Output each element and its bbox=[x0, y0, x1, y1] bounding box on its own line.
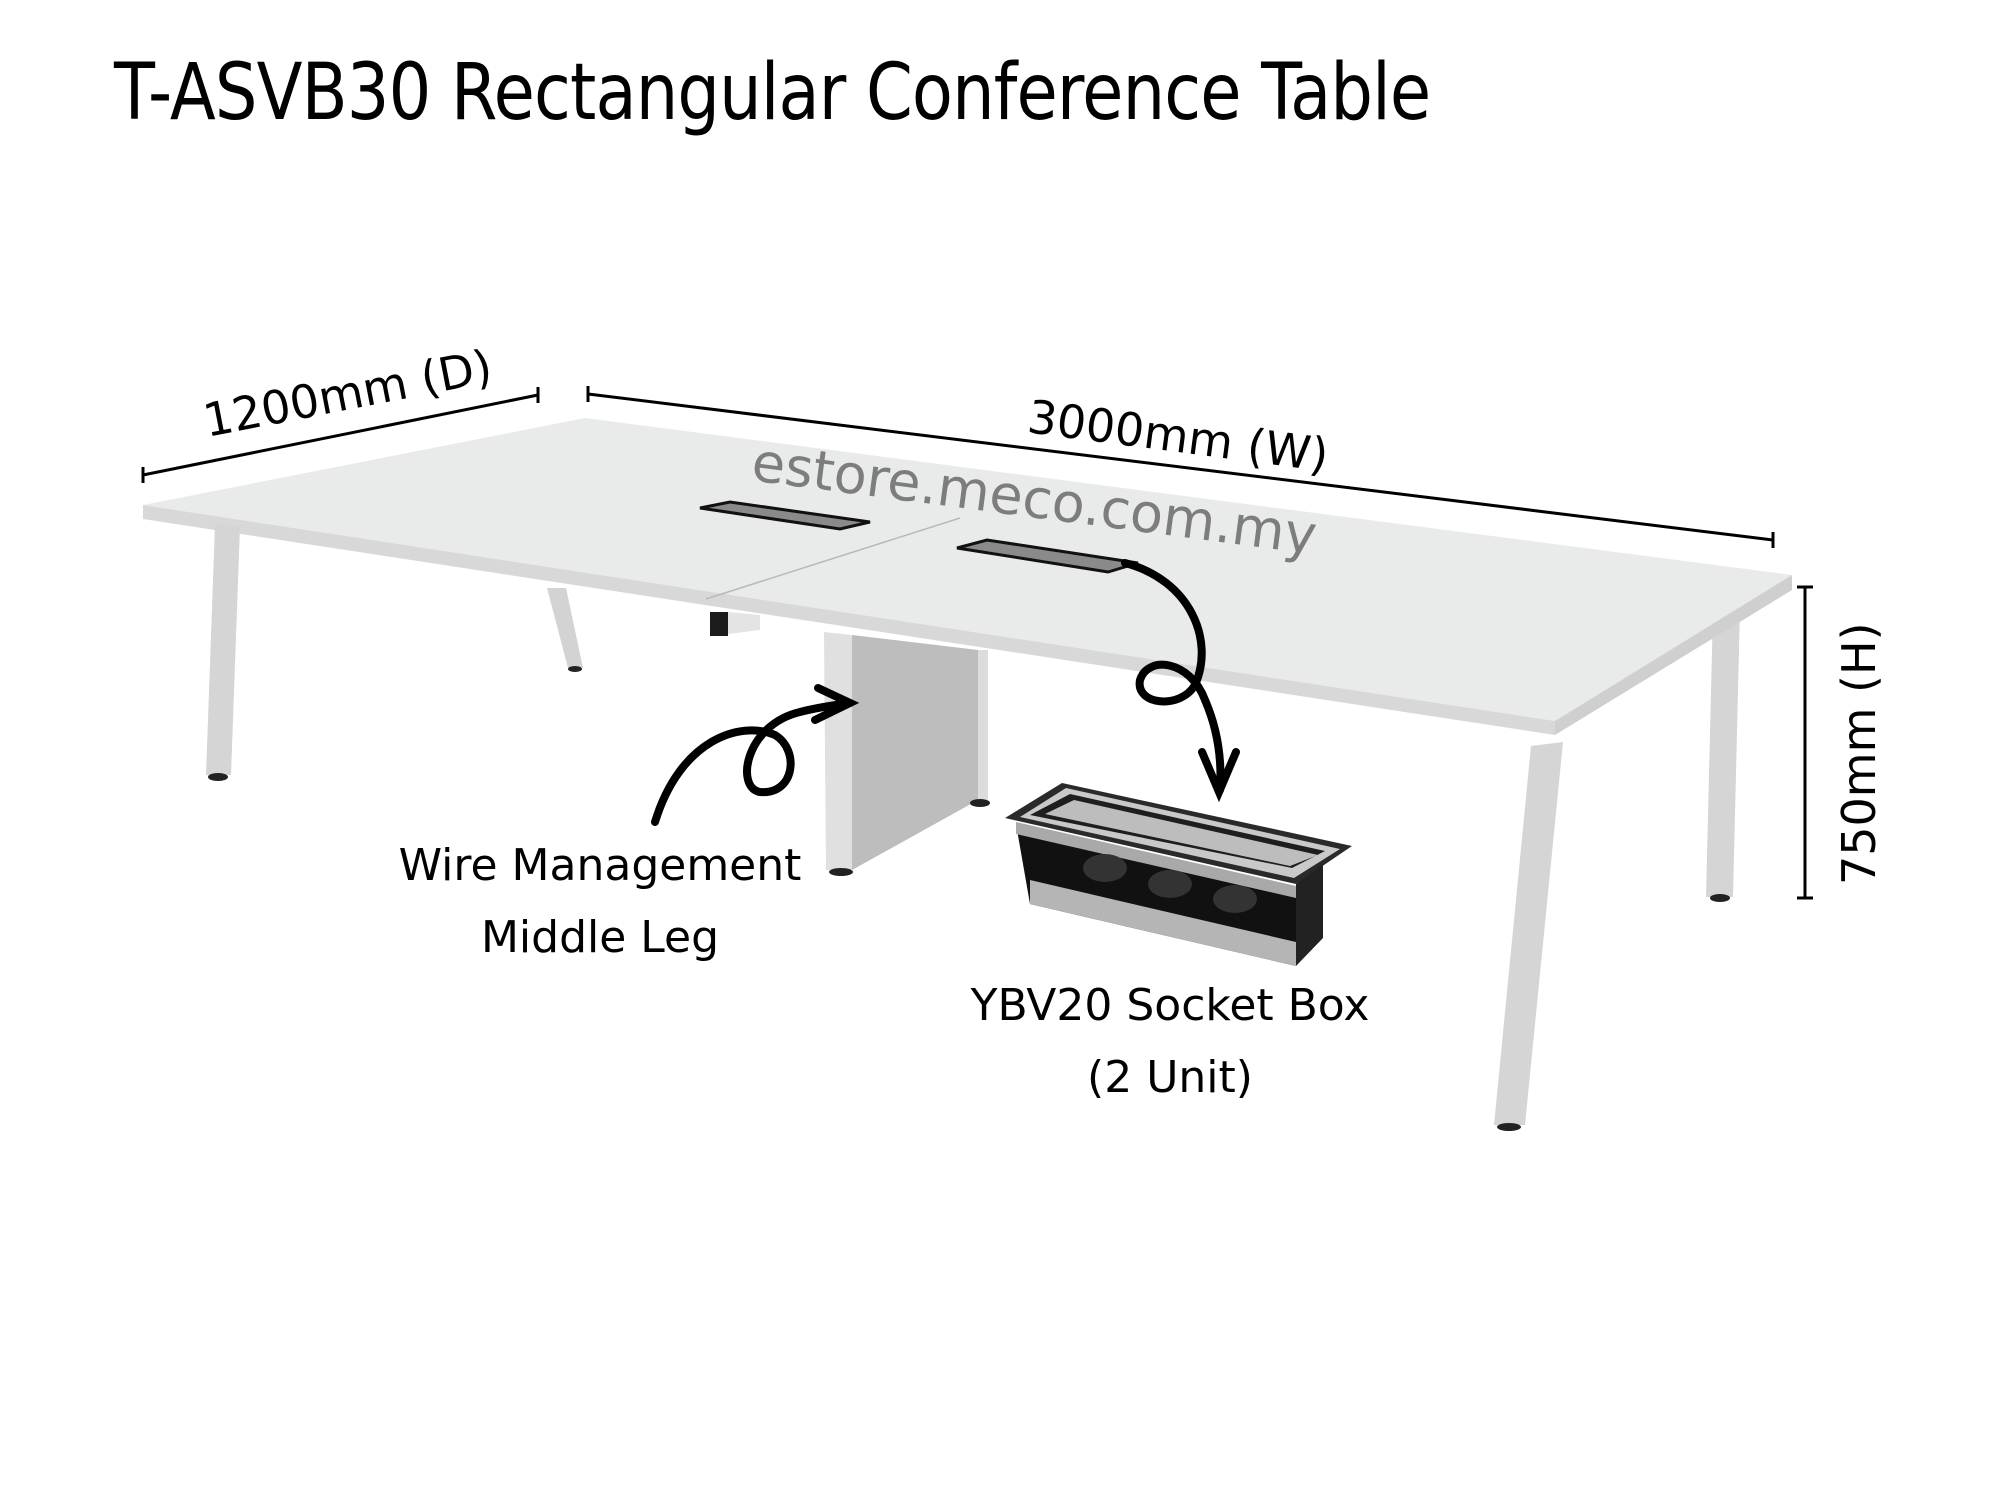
front-right-leg bbox=[1494, 742, 1563, 1131]
middle-leg-arrow bbox=[651, 684, 860, 826]
socket-box-callout: YBV20 Socket Box (2 Unit) bbox=[920, 970, 1420, 1114]
tabletop-seam bbox=[705, 517, 961, 600]
middle-leg-callout-line1: Wire Management bbox=[398, 840, 802, 891]
middle-leg bbox=[824, 632, 990, 876]
depth-label: 1200mm (D) bbox=[199, 339, 497, 448]
socket-box-arrow bbox=[1121, 559, 1240, 803]
socket-box-callout-line1: YBV20 Socket Box bbox=[970, 980, 1370, 1031]
height-dimension: 750mm (H) bbox=[1797, 585, 1886, 900]
socket-box-image bbox=[1005, 783, 1352, 966]
width-label: 3000mm (W) bbox=[1025, 389, 1332, 482]
grommet-left bbox=[699, 500, 871, 531]
socket-box-callout-line2: (2 Unit) bbox=[1087, 1052, 1253, 1103]
page-title: T-ASVB30 Rectangular Conference Table bbox=[114, 48, 1431, 138]
middle-leg-callout: Wire Management Middle Leg bbox=[340, 830, 860, 974]
back-right-leg bbox=[1706, 608, 1740, 902]
middle-leg-callout-line2: Middle Leg bbox=[480, 912, 720, 963]
back-left-leg bbox=[547, 588, 583, 672]
back-middle-bracket bbox=[710, 612, 760, 636]
height-label: 750mm (H) bbox=[1832, 622, 1886, 885]
front-left-leg bbox=[206, 524, 240, 781]
